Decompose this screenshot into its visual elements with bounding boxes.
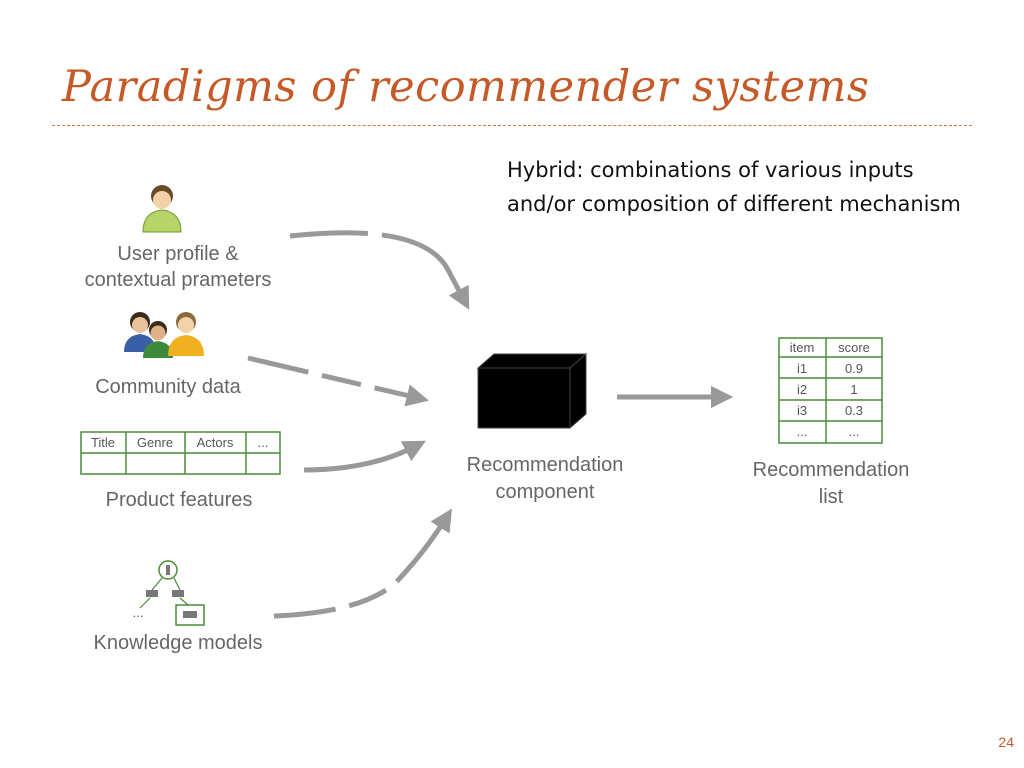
arrow-user-profile [289, 230, 470, 310]
user-profile-label-2: contextual prameters [85, 269, 272, 291]
black-box-icon [476, 352, 588, 430]
table-cell: i2 [797, 382, 807, 397]
community-label: Community data [95, 376, 241, 398]
output-label-2: list [819, 486, 844, 508]
tree-icon: ... [133, 560, 205, 626]
user-icon [142, 185, 182, 233]
knowledge-group: ... Knowledge models [94, 560, 263, 654]
group-icon [124, 312, 204, 358]
product-features-label: Product features [106, 489, 253, 511]
column-header: item [790, 340, 815, 355]
table-cell: 1 [850, 382, 857, 397]
hybrid-description: Hybrid: combinations of various inputs a… [507, 158, 961, 216]
component-label-1: Recommendation [467, 454, 624, 476]
table-cell: ... [849, 424, 860, 439]
page-number: 24 [998, 734, 1014, 750]
table-cell: ... [797, 424, 808, 439]
table-cell: 0.3 [845, 403, 863, 418]
column-header: score [838, 340, 870, 355]
product-features-group: Title Genre Actors ... Product features [80, 431, 281, 511]
column-header: Genre [137, 435, 173, 450]
input-arrows [247, 230, 470, 619]
recommendation-component-group: Recommendation component [467, 352, 624, 503]
user-profile-group: User profile & contextual prameters [85, 185, 272, 291]
community-group: Community data [95, 312, 242, 398]
knowledge-label: Knowledge models [94, 632, 263, 654]
tree-ellipsis: ... [133, 605, 144, 620]
arrow-community [247, 355, 429, 407]
table-cell: i3 [797, 403, 807, 418]
product-features-table: Title Genre Actors ... [80, 431, 281, 475]
slide-title: Paradigms of recommender systems [62, 62, 870, 112]
table-cell: 0.9 [845, 361, 863, 376]
arrow-product [303, 440, 426, 473]
column-header: Title [91, 435, 115, 450]
table-cell: i1 [797, 361, 807, 376]
column-header: Actors [197, 435, 234, 450]
arrow-knowledge [273, 508, 452, 619]
title-divider [52, 125, 972, 126]
output-label-1: Recommendation [753, 459, 910, 481]
component-label-2: component [496, 481, 595, 503]
column-header: ... [258, 435, 269, 450]
recommendation-list-table: item score i1 0.9 i2 1 i3 0.3 ... ... [778, 337, 883, 444]
user-profile-label-1: User profile & [117, 243, 239, 265]
recommendation-list-group: item score i1 0.9 i2 1 i3 0.3 ... ... Re… [753, 337, 910, 508]
